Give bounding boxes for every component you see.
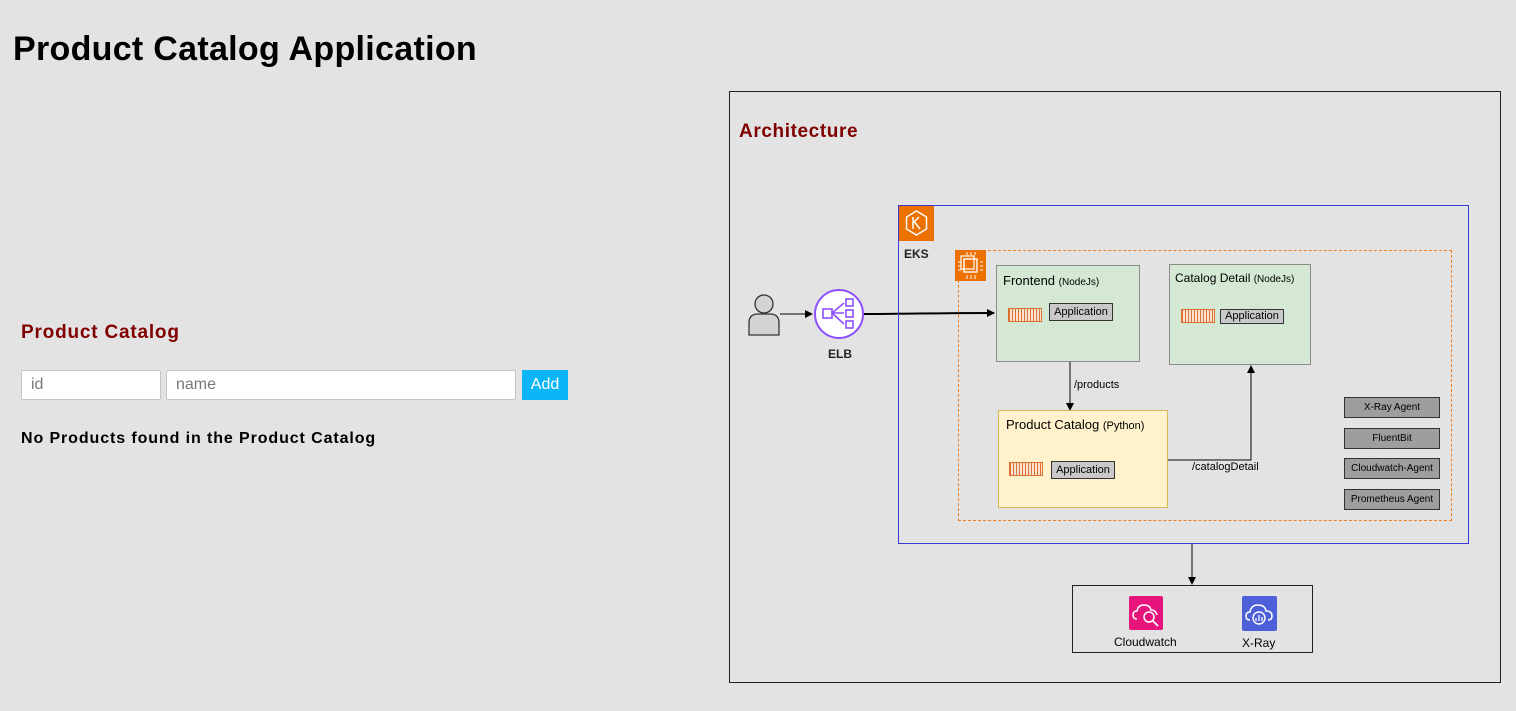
architecture-connectors bbox=[780, 309, 1255, 585]
xray-label: X-Ray bbox=[1242, 636, 1276, 650]
fluentbit-agent: FluentBit bbox=[1344, 428, 1440, 449]
xray-icon bbox=[1242, 596, 1277, 631]
eks-label: EKS bbox=[904, 247, 929, 261]
product-catalog-runtime: (Python) bbox=[1102, 420, 1145, 432]
page-title: Product Catalog Application bbox=[13, 30, 477, 68]
frontend-name: Frontend bbox=[1003, 273, 1056, 288]
catalog-detail-container-icon bbox=[1181, 309, 1215, 323]
catalog-detail-route-label: /catalogDetail bbox=[1192, 461, 1259, 473]
frontend-runtime: (NodeJs) bbox=[1058, 277, 1100, 288]
monitoring-services: Cloudwatch X-Ray bbox=[1072, 585, 1313, 653]
cloudwatch-label: Cloudwatch bbox=[1114, 635, 1177, 649]
product-catalog-container-icon bbox=[1009, 462, 1043, 476]
elb-to-frontend-arrow bbox=[863, 309, 995, 318]
frontend-container-icon bbox=[1008, 308, 1042, 322]
xray-agent: X-Ray Agent bbox=[1344, 397, 1440, 418]
cloudwatch-icon bbox=[1129, 596, 1163, 630]
cloudwatch-agent: Cloudwatch-Agent bbox=[1344, 458, 1440, 479]
load-balancer-icon bbox=[814, 289, 864, 339]
eks-cluster bbox=[898, 205, 1469, 544]
catalog-to-detail-arrow bbox=[1167, 365, 1255, 461]
empty-products-message: No Products found in the Product Catalog bbox=[21, 430, 377, 447]
architecture-heading: Architecture bbox=[739, 121, 859, 142]
catalog-detail-title: Catalog Detail (NodeJs) bbox=[1175, 271, 1294, 285]
id-input[interactable] bbox=[21, 370, 161, 400]
product-catalog-name: Product Catalog bbox=[1006, 417, 1100, 432]
user-icon bbox=[748, 294, 780, 336]
catalog-detail-service: Catalog Detail (NodeJs) Application bbox=[1169, 264, 1311, 365]
ec2-instance-icon bbox=[955, 250, 986, 281]
product-catalog-service: Product Catalog (Python) Application bbox=[998, 410, 1168, 508]
frontend-title: Frontend (NodeJs) bbox=[1003, 273, 1099, 288]
node-group bbox=[958, 250, 1452, 521]
frontend-application: Application bbox=[1049, 303, 1113, 321]
add-button[interactable]: Add bbox=[522, 370, 568, 400]
prometheus-agent: Prometheus Agent bbox=[1344, 489, 1440, 510]
elb-label: ELB bbox=[828, 347, 852, 361]
product-catalog-application: Application bbox=[1051, 461, 1115, 479]
products-route-label: /products bbox=[1074, 379, 1120, 391]
frontend-service: Frontend (NodeJs) Application bbox=[996, 265, 1140, 362]
architecture-panel: Architecture ELB EKS bbox=[729, 91, 1501, 683]
product-catalog-title: Product Catalog (Python) bbox=[1006, 417, 1144, 432]
eks-icon bbox=[899, 206, 934, 241]
product-catalog-heading: Product Catalog bbox=[21, 322, 180, 343]
catalog-detail-runtime: (NodeJs) bbox=[1253, 274, 1295, 285]
catalog-detail-application: Application bbox=[1220, 309, 1284, 324]
catalog-detail-name: Catalog Detail bbox=[1175, 271, 1251, 285]
name-input[interactable] bbox=[166, 370, 516, 400]
